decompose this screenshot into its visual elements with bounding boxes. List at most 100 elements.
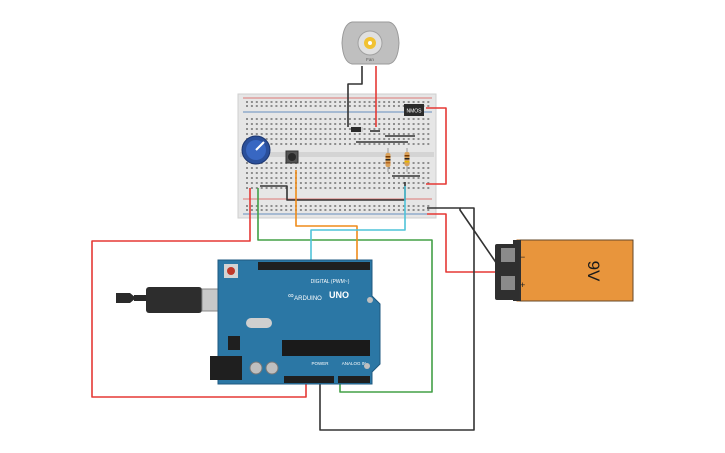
breadboard-hole[interactable] [265, 167, 268, 169]
breadboard-hole[interactable] [339, 205, 342, 207]
breadboard-hole[interactable] [250, 128, 253, 130]
breadboard-hole[interactable] [383, 182, 386, 184]
breadboard-hole[interactable] [304, 167, 307, 169]
breadboard-hole[interactable] [324, 177, 327, 179]
breadboard-hole[interactable] [265, 177, 268, 179]
breadboard-hole[interactable] [402, 182, 405, 184]
breadboard-hole[interactable] [299, 143, 302, 145]
breadboard-hole[interactable] [393, 138, 395, 140]
breadboard-hole[interactable] [373, 133, 376, 135]
breadboard-hole[interactable] [275, 101, 278, 103]
breadboard-hole[interactable] [290, 182, 293, 184]
breadboard-hole[interactable] [348, 128, 351, 130]
breadboard-hole[interactable] [290, 187, 293, 189]
breadboard-hole[interactable] [388, 138, 391, 140]
breadboard-hole[interactable] [339, 182, 342, 184]
breadboard-hole[interactable] [412, 187, 415, 189]
breadboard-hole[interactable] [290, 172, 293, 174]
breadboard-hole[interactable] [290, 177, 293, 179]
breadboard-hole[interactable] [358, 105, 361, 107]
push-button-icon[interactable] [285, 150, 299, 164]
breadboard-hole[interactable] [383, 205, 386, 207]
breadboard-hole[interactable] [417, 138, 420, 140]
breadboard-hole[interactable] [348, 187, 351, 189]
breadboard-hole[interactable] [246, 128, 248, 130]
breadboard-hole[interactable] [393, 162, 395, 164]
breadboard-hole[interactable] [265, 118, 268, 120]
breadboard-hole[interactable] [358, 172, 361, 174]
breadboard-hole[interactable] [402, 123, 405, 125]
breadboard-hole[interactable] [334, 128, 337, 130]
breadboard-hole[interactable] [388, 133, 391, 135]
breadboard-hole[interactable] [427, 172, 430, 174]
breadboard-hole[interactable] [265, 101, 268, 103]
breadboard-hole[interactable] [378, 205, 381, 207]
breadboard-hole[interactable] [299, 182, 302, 184]
breadboard-hole[interactable] [334, 182, 337, 184]
breadboard-hole[interactable] [348, 143, 351, 145]
breadboard-hole[interactable] [383, 138, 386, 140]
breadboard-hole[interactable] [329, 128, 332, 130]
breadboard-hole[interactable] [280, 182, 283, 184]
breadboard-hole[interactable] [344, 167, 346, 169]
breadboard-hole[interactable] [358, 182, 361, 184]
breadboard-hole[interactable] [334, 138, 337, 140]
breadboard-hole[interactable] [402, 187, 405, 189]
breadboard-hole[interactable] [422, 177, 425, 179]
breadboard-hole[interactable] [353, 133, 356, 135]
breadboard-hole[interactable] [348, 118, 351, 120]
breadboard-hole[interactable] [250, 105, 253, 107]
breadboard-hole[interactable] [417, 143, 420, 145]
breadboard-hole[interactable] [324, 128, 327, 130]
breadboard-hole[interactable] [319, 143, 322, 145]
breadboard-hole[interactable] [309, 138, 312, 140]
breadboard-hole[interactable] [250, 123, 253, 125]
breadboard-hole[interactable] [290, 123, 293, 125]
breadboard-hole[interactable] [280, 143, 283, 145]
breadboard-hole[interactable] [265, 128, 268, 130]
breadboard-hole[interactable] [412, 167, 415, 169]
breadboard-hole[interactable] [314, 123, 317, 125]
breadboard-hole[interactable] [304, 143, 307, 145]
breadboard-hole[interactable] [417, 177, 420, 179]
breadboard-hole[interactable] [270, 177, 273, 179]
breadboard-hole[interactable] [397, 177, 400, 179]
breadboard-hole[interactable] [246, 101, 248, 103]
breadboard-hole[interactable] [319, 105, 322, 107]
breadboard-hole[interactable] [344, 143, 346, 145]
breadboard-hole[interactable] [368, 167, 371, 169]
breadboard-hole[interactable] [270, 162, 273, 164]
breadboard-hole[interactable] [368, 205, 371, 207]
breadboard-hole[interactable] [363, 105, 366, 107]
breadboard-hole[interactable] [363, 118, 366, 120]
breadboard-hole[interactable] [319, 182, 322, 184]
breadboard-hole[interactable] [329, 123, 332, 125]
breadboard-hole[interactable] [270, 187, 273, 189]
breadboard-hole[interactable] [280, 205, 283, 207]
breadboard-hole[interactable] [314, 143, 317, 145]
breadboard-hole[interactable] [378, 162, 381, 164]
breadboard-hole[interactable] [265, 105, 268, 107]
breadboard-hole[interactable] [407, 172, 410, 174]
mosfet-icon[interactable]: NMOS [404, 104, 424, 116]
breadboard-hole[interactable] [339, 138, 342, 140]
breadboard-hole[interactable] [270, 138, 273, 140]
breadboard-hole[interactable] [358, 118, 361, 120]
breadboard-hole[interactable] [378, 118, 381, 120]
breadboard-hole[interactable] [393, 133, 395, 135]
breadboard-hole[interactable] [270, 172, 273, 174]
power-header[interactable] [284, 376, 334, 383]
wire-cyan[interactable] [310, 186, 406, 267]
breadboard-hole[interactable] [348, 209, 351, 211]
breadboard-hole[interactable] [275, 118, 278, 120]
breadboard-hole[interactable] [255, 118, 258, 120]
breadboard-hole[interactable] [275, 209, 278, 211]
breadboard-hole[interactable] [412, 138, 415, 140]
breadboard-hole[interactable] [299, 177, 302, 179]
breadboard-hole[interactable] [290, 167, 293, 169]
breadboard-hole[interactable] [255, 133, 258, 135]
breadboard-hole[interactable] [407, 167, 410, 169]
breadboard-hole[interactable] [250, 118, 253, 120]
breadboard-hole[interactable] [246, 209, 248, 211]
breadboard-hole[interactable] [290, 205, 293, 207]
